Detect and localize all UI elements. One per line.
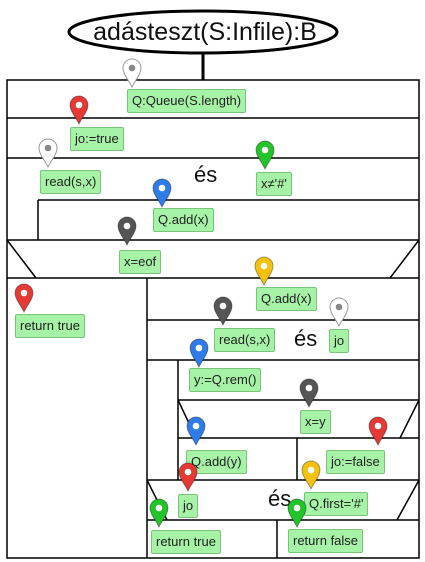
condition-eof[interactable]: x=eof (119, 250, 162, 274)
map-pin-red-icon (68, 95, 90, 126)
jo-condition-1[interactable]: jo (329, 329, 350, 353)
map-pin-red-icon (367, 416, 389, 447)
map-pin-blue-icon (188, 338, 210, 369)
queue-add-x-2[interactable]: Q.add(x) (256, 287, 317, 311)
and-operator-3: és (268, 486, 292, 511)
return-true-bottom[interactable]: return true (151, 530, 221, 554)
branch-eof-right (389, 239, 420, 279)
map-pin-blue-icon (151, 178, 173, 209)
condition-first-hash[interactable]: Q.first='#' (304, 492, 369, 516)
map-pin-white-icon (121, 58, 143, 89)
jo-assign-true[interactable]: jo:=true (70, 127, 124, 151)
condition-not-hash[interactable]: x≠'#' (256, 172, 292, 196)
map-pin-yellow-icon (300, 460, 322, 491)
branch-eof-left (6, 239, 37, 279)
map-pin-green-icon (254, 140, 276, 171)
map-pin-gray-icon (298, 378, 320, 409)
map-pin-green-icon (286, 498, 308, 529)
map-pin-yellow-icon (253, 256, 275, 287)
map-pin-red-icon (177, 462, 199, 493)
map-pin-gray-icon (212, 296, 234, 327)
queue-remove-y[interactable]: y:=Q.rem() (189, 368, 262, 392)
queue-declaration[interactable]: Q:Queue(S.length) (127, 89, 247, 113)
and-operator-2: és (294, 326, 318, 351)
map-pin-green-icon (148, 498, 170, 529)
read-statement-1[interactable]: read(s,x) (40, 170, 102, 194)
read-statement-2[interactable]: read(s,x) (214, 328, 276, 352)
map-pin-red-icon (13, 283, 35, 314)
map-pin-white-icon (328, 297, 350, 328)
outer-frame (6, 79, 420, 559)
jo-assign-false[interactable]: jo:=false (326, 450, 385, 474)
function-title: adásteszt(S:Infile):B (93, 17, 317, 46)
return-true-left[interactable]: return true (15, 314, 85, 338)
condition-x-equals-y[interactable]: x=y (300, 410, 331, 434)
map-pin-gray-icon (116, 216, 138, 247)
map-pin-blue-icon (185, 416, 207, 447)
queue-add-x-1[interactable]: Q.add(x) (153, 208, 214, 232)
jo-condition-2[interactable]: jo (178, 494, 199, 518)
map-pin-white-icon (37, 138, 59, 169)
return-false[interactable]: return false (288, 529, 364, 553)
and-operator-1: és (194, 162, 218, 187)
